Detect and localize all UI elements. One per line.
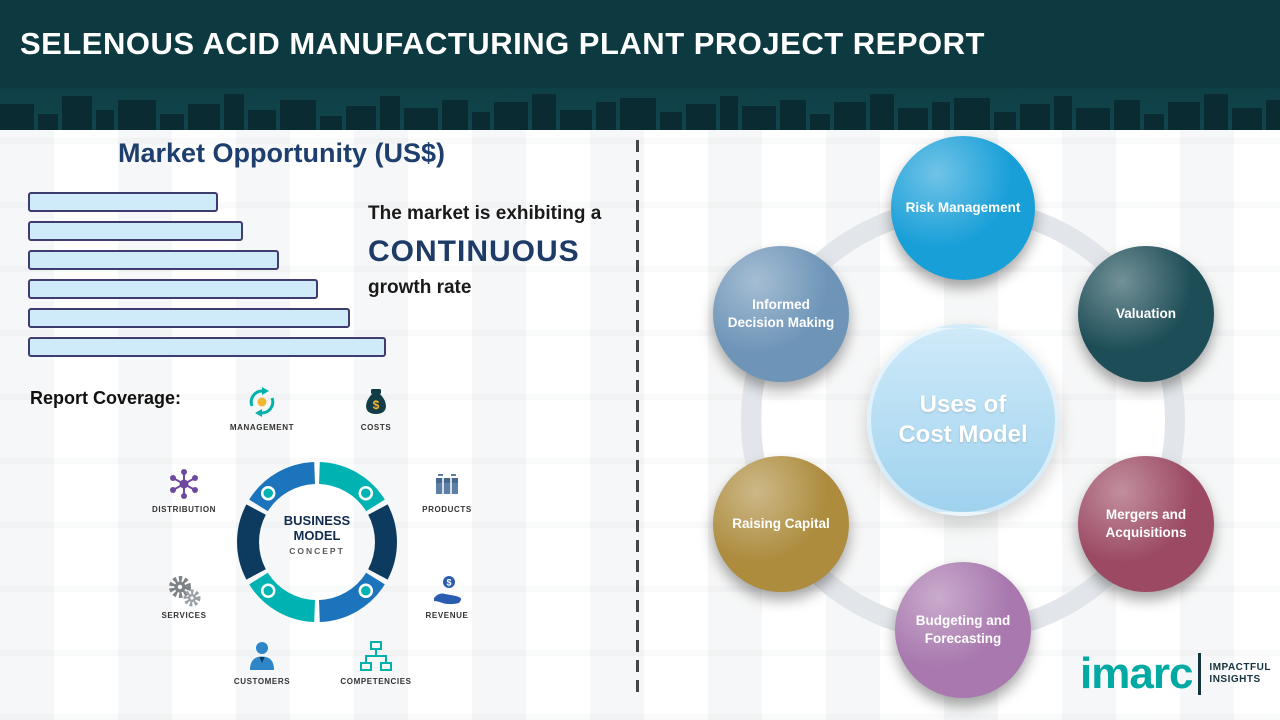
gears-icon (169, 576, 201, 607)
coverage-item-label: COMPETENCIES (340, 677, 412, 686)
person-icon (250, 642, 274, 670)
coverage-item-customers: CUSTOMERS (207, 638, 317, 686)
page-title: SELENOUS ACID MANUFACTURING PLANT PROJEC… (20, 26, 985, 61)
coverage-item-label: MANAGEMENT (229, 423, 295, 432)
coverage-item-management: MANAGEMENT (207, 384, 317, 432)
coverage-item-revenue: $ REVENUE (392, 572, 502, 620)
business-model-line-1: BUSINESS (283, 513, 351, 528)
city-skyline-graphic (0, 88, 1280, 130)
node-label: Raising Capital (732, 516, 830, 532)
business-model-diagram (232, 457, 402, 632)
network-icon (170, 469, 198, 499)
coverage-item-products: PRODUCTS (392, 466, 502, 514)
business-model-ring (237, 462, 397, 622)
logo-tagline-line-1: IMPACTFUL (1209, 661, 1271, 673)
cost-model-center-line-1: Uses of (919, 391, 1007, 418)
management-cycle-icon (249, 387, 275, 417)
market-bar-chart (28, 192, 386, 366)
node-label: Mergers and Acquisitions (1105, 507, 1187, 540)
cost-model-node-mergers-acquisitions: Mergers and Acquisitions (1078, 456, 1214, 592)
market-bar (28, 192, 218, 212)
cost-model-center-line-2: Cost Model (898, 421, 1028, 448)
org-chart-icon (360, 641, 392, 671)
coverage-item-costs: $ COSTS (321, 384, 431, 432)
hand-coin-icon: $ (434, 576, 462, 605)
cost-model-node-raising-capital: Raising Capital (713, 456, 849, 592)
node-label: Informed Decision Making (727, 297, 835, 330)
coverage-item-label: REVENUE (425, 611, 469, 620)
logo-tagline: IMPACTFUL INSIGHTS (1209, 662, 1271, 687)
coverage-item-label: COSTS (360, 423, 392, 432)
box-icon (436, 474, 458, 494)
vertical-dashed-divider (636, 140, 639, 698)
business-model-center-label: BUSINESS MODEL CONCEPT (262, 513, 372, 556)
cost-model-node-informed-decision-making: Informed Decision Making (713, 246, 849, 382)
growth-statement: The market is exhibiting a CONTINUOUS gr… (368, 203, 648, 299)
coverage-item-services: SERVICES (129, 572, 239, 620)
node-label: Valuation (1115, 306, 1176, 322)
coverage-item-label: SERVICES (161, 611, 207, 620)
cost-model-node-risk-management: Risk Management (891, 136, 1035, 280)
svg-text:$: $ (373, 398, 380, 412)
coverage-item-label: PRODUCTS (422, 505, 472, 514)
coverage-item-competencies: COMPETENCIES (321, 638, 431, 686)
market-bar (28, 250, 279, 270)
market-bar (28, 337, 386, 357)
skyline-svg (0, 94, 1280, 130)
growth-line-2: CONTINUOUS (368, 235, 580, 268)
cost-model-node-budgeting-forecasting: Budgeting and Forecasting (895, 562, 1031, 698)
business-model-line-2: MODEL (293, 527, 341, 543)
header-bar: SELENOUS ACID MANUFACTURING PLANT PROJEC… (0, 0, 1280, 88)
coverage-item-distribution: DISTRIBUTION (129, 466, 239, 514)
cost-model-center: Uses of Cost Model (867, 324, 1059, 516)
cost-model-node-valuation: Valuation (1078, 246, 1214, 382)
market-bar (28, 279, 318, 299)
growth-line-1: The market is exhibiting a (368, 203, 602, 224)
node-label: Risk Management (905, 200, 1021, 216)
node-label: Budgeting and Forecasting (915, 613, 1011, 646)
market-opportunity-title: Market Opportunity (US$) (118, 138, 446, 168)
business-model-line-3: CONCEPT (289, 545, 345, 556)
imarc-logo: imarc IMPACTFUL INSIGHTS (1080, 652, 1271, 696)
coverage-item-label: CUSTOMERS (233, 677, 291, 686)
imarc-logo-text: imarc (1080, 649, 1193, 698)
report-coverage-label: Report Coverage: (30, 388, 182, 408)
svg-text:$: $ (446, 578, 451, 588)
market-bar (28, 221, 243, 241)
logo-divider-bar (1198, 653, 1202, 695)
money-bag-icon: $ (366, 389, 386, 414)
logo-tagline-line-2: INSIGHTS (1209, 674, 1261, 685)
market-bar (28, 308, 350, 328)
growth-line-3: growth rate (368, 277, 472, 298)
coverage-item-label: DISTRIBUTION (151, 505, 217, 514)
